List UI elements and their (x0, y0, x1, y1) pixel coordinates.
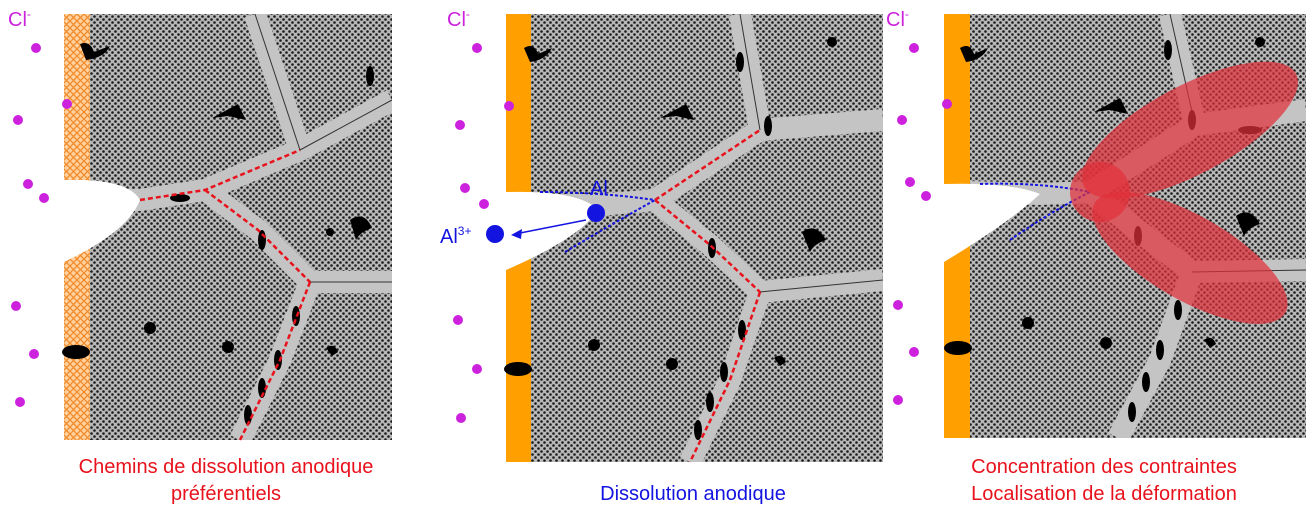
caption-line-2: Localisation de la déformation (971, 483, 1237, 505)
chloride-label: Cl- (886, 7, 909, 31)
al-atom-label: Al (590, 178, 608, 200)
caption-line-2: préférentiels (171, 483, 281, 505)
chloride-ions (453, 43, 514, 423)
chloride-ions (893, 43, 952, 405)
panel-3: Cl- Concentration des contraintes Locali… (886, 7, 1306, 505)
pit (506, 191, 598, 270)
arrow-head-icon (511, 229, 522, 239)
precipitates (62, 43, 374, 425)
al-ion-label: Al3+ (440, 224, 471, 248)
dissolution-front (979, 182, 1091, 241)
dissolution-front (539, 191, 656, 253)
al-atom (587, 204, 605, 222)
panel-1: Cl- Chemins de dissolution anodique préf… (8, 7, 392, 505)
caption-line-1: Chemins de dissolution anodique (79, 456, 374, 478)
caption-line-1: Concentration des contraintes (971, 456, 1237, 478)
chloride-label: Cl- (8, 7, 31, 31)
dissolution-arrow (514, 219, 587, 235)
chloride-label: Cl- (447, 7, 470, 31)
chloride-ions (11, 43, 72, 407)
panel-2: Al Al3+ Cl- Dissolution anodique (440, 7, 883, 505)
dissolution-paths (139, 148, 312, 441)
dissolution-paths (654, 128, 762, 463)
pit (64, 179, 140, 262)
stress-zone (1070, 61, 1298, 324)
al-ion (486, 225, 504, 243)
precipitates (504, 37, 837, 440)
pit (944, 183, 1040, 262)
caption-line-1: Dissolution anodique (600, 483, 786, 505)
